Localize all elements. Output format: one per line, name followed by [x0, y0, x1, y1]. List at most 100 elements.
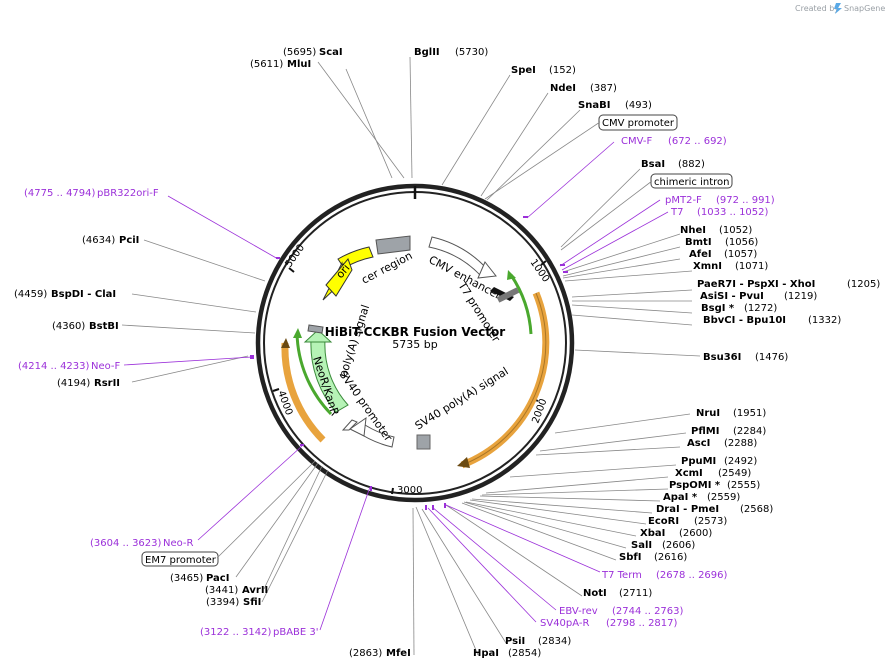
- cmv-enhancer-arrowhead: [477, 261, 497, 279]
- site-xbai-pos: (2600): [679, 528, 712, 539]
- site-bspdi: BspDI - ClaI: [51, 289, 116, 300]
- em7-promoter-glyph: [341, 419, 358, 431]
- site-spei: SpeI: [511, 65, 536, 76]
- site-afei: AfeI: [689, 249, 712, 260]
- site-avrii: AvrII: [242, 585, 268, 596]
- site-asisi-pos: (1219): [784, 291, 817, 302]
- site-ecori-pos: (2573): [694, 516, 727, 527]
- primer-t7-range: (1033 .. 1052): [697, 207, 769, 218]
- chimeric-intron-label: chimeric intron: [654, 177, 729, 188]
- site-bsu36i: Bsu36I: [703, 352, 741, 363]
- site-bbvci: BbvCI - Bpu10I: [703, 315, 786, 326]
- site-xcmi-pos: (2549): [718, 468, 751, 479]
- site-sali-pos: (2606): [662, 540, 695, 551]
- site-asci: AscI: [687, 438, 710, 449]
- restriction-sites: (5695) ScaI (5611) MluI BglII (5730) Spe…: [14, 47, 880, 659]
- site-sbfi-pos: (2616): [654, 552, 687, 563]
- site-rsrii: RsrII: [94, 378, 120, 389]
- site-bglii-pos: (5730): [455, 47, 488, 58]
- site-bstbi-pos: (4360): [52, 321, 85, 332]
- site-nhei-pos: (1052): [719, 225, 752, 236]
- primer-cmvf: CMV-F: [621, 136, 652, 147]
- tick-label-3000: 3000: [397, 485, 422, 496]
- site-mlui-pos: (5611): [250, 59, 283, 70]
- primer-cmvf-range: (672 .. 692): [668, 136, 727, 147]
- polya-signal-label: poly(A) signal: [336, 303, 372, 379]
- site-psii: PsiI: [505, 636, 525, 647]
- site-hpai: HpaI: [473, 648, 499, 659]
- site-apai: ApaI *: [663, 492, 698, 503]
- primer-neor-range: (3604 .. 3623): [90, 538, 162, 549]
- chimeric-intron-box: [650, 173, 733, 189]
- site-snabi-pos: (493): [625, 100, 652, 111]
- primer-pbr322-range: (4775 .. 4794): [24, 188, 96, 199]
- site-drai-pos: (2568): [740, 504, 773, 515]
- site-sfii: SfiI: [243, 597, 261, 608]
- site-bspdi-pos: (4459): [14, 289, 47, 300]
- snapgene-brand: SnapGene: [844, 4, 885, 13]
- site-bsai-pos: (882): [678, 159, 705, 170]
- sv40-promoter-arrowhead: [349, 416, 367, 437]
- primer-neof-range: (4214 .. 4233): [18, 361, 90, 372]
- primer-ebvrev-range: (2744 .. 2763): [612, 606, 684, 617]
- site-nrui: NruI: [696, 408, 720, 419]
- hibit-cds-arrow: [507, 270, 516, 280]
- primer-neof: Neo-F: [91, 361, 121, 372]
- site-hpai-pos: (2854): [508, 648, 541, 659]
- site-sali: SalI: [631, 540, 652, 551]
- site-bglii: BglII: [414, 47, 440, 58]
- site-bsgi: BsgI *: [701, 303, 735, 314]
- primer-t7term: T7 Term: [601, 570, 642, 581]
- cer-region-block: [375, 235, 411, 255]
- site-paer7i-pos: (1205): [847, 279, 880, 290]
- cmv-promoter-label: CMV promoter: [602, 118, 675, 129]
- primer-leaders: [123, 141, 669, 631]
- primer-labels: CMV-F (672 .. 692) pMT2-F (972 .. 991) T…: [18, 136, 775, 638]
- site-bmti-pos: (1056): [725, 237, 758, 248]
- primer-ebvrev: EBV-rev: [559, 606, 598, 617]
- site-nhei: NheI: [680, 225, 706, 236]
- snapgene-logo: SnapGene: [834, 3, 885, 14]
- hibit-cds: [509, 274, 533, 335]
- site-scai: ScaI: [319, 47, 343, 58]
- site-xmni-pos: (1071): [735, 261, 768, 272]
- site-pflmi: PflMI: [691, 426, 719, 437]
- site-paer7i: PaeR7I - PspXI - XhoI: [697, 279, 815, 290]
- site-mlui: MluI: [287, 59, 311, 70]
- site-noti-pos: (2711): [619, 588, 652, 599]
- site-sfii-pos: (3394): [206, 597, 239, 608]
- primer-pbabe3: pBABE 3': [273, 627, 319, 638]
- site-xmni: XmnI: [693, 261, 722, 272]
- em7-promoter-label: EM7 promoter: [145, 555, 217, 566]
- site-mfei: MfeI: [386, 648, 411, 659]
- primer-pbr322: pBR322ori-F: [97, 188, 159, 199]
- site-bsgi-pos: (1272): [744, 303, 777, 314]
- site-nrui-pos: (1951): [733, 408, 766, 419]
- sv40-polya-block: [416, 434, 431, 450]
- site-scai-pos: (5695): [283, 47, 316, 58]
- primer-sv40par-range: (2798 .. 2817): [606, 618, 678, 629]
- neo-cds: [295, 332, 333, 416]
- site-avrii-pos: (3441): [205, 585, 238, 596]
- site-ndei-pos: (387): [590, 83, 617, 94]
- primer-pbabe3-range: (3122 .. 3142): [200, 627, 272, 638]
- primer-pmt2f: pMT2-F: [665, 195, 702, 206]
- site-leaders: [121, 56, 701, 656]
- site-spei-pos: (152): [549, 65, 576, 76]
- em7-promoter-box: [141, 551, 219, 567]
- primer-t7term-range: (2678 .. 2696): [656, 570, 728, 581]
- site-apai-pos: (2559): [707, 492, 740, 503]
- plasmid-name: HiBiT-CCKBR Fusion Vector: [325, 325, 506, 339]
- primer-pmt2f-range: (972 .. 991): [716, 195, 775, 206]
- site-paci: PacI: [206, 573, 229, 584]
- sv40-polya-label: SV40 poly(A) signal: [413, 365, 511, 433]
- site-bmti: BmtI: [685, 237, 712, 248]
- left-orf: [281, 342, 326, 443]
- site-pspomi-pos: (2555): [727, 480, 760, 491]
- site-mfei-pos: (2863): [349, 648, 382, 659]
- site-pcii-pos: (4634): [82, 235, 115, 246]
- site-afei-pos: (1057): [724, 249, 757, 260]
- site-asisi: AsiSI - PvuI: [700, 291, 764, 302]
- site-bbvci-pos: (1332): [808, 315, 841, 326]
- site-asci-pos: (2288): [724, 438, 757, 449]
